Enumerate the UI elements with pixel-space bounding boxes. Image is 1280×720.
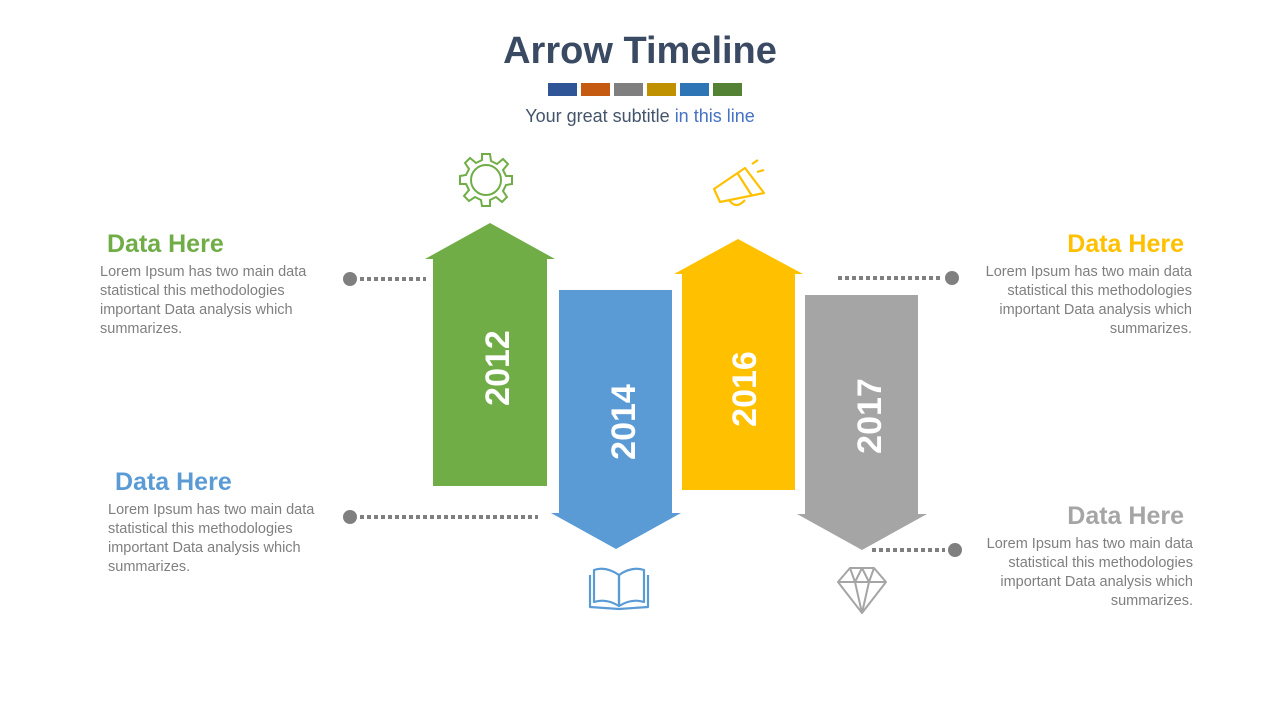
swatch-4 (647, 83, 676, 96)
connector-top-right (838, 271, 959, 285)
year-label-2012: 2012 (479, 330, 517, 406)
swatch-1 (548, 83, 577, 96)
page-title: Arrow Timeline (503, 30, 777, 72)
data-heading: Data Here (1067, 502, 1184, 530)
data-heading: Data Here (115, 468, 232, 496)
diamond-icon (837, 567, 887, 614)
swatch-6 (713, 83, 742, 96)
data-description: Lorem Ipsum has two main data statistica… (985, 264, 1192, 337)
connector-bottom-right (872, 543, 962, 557)
subtitle-highlight: in this line (674, 106, 755, 126)
data-block-top-left: Data Here Lorem Ipsum has two main data … (100, 230, 340, 339)
data-description: Lorem Ipsum has two main data statistica… (100, 264, 307, 337)
data-block-bottom-right: Data Here Lorem Ipsum has two main data … (953, 502, 1193, 611)
data-description: Lorem Ipsum has two main data statistica… (986, 536, 1193, 609)
connector-bottom-left (343, 510, 538, 524)
megaphone-icon (712, 159, 766, 207)
data-block-top-right: Data Here Lorem Ipsum has two main data … (952, 230, 1192, 339)
arrow-2017 (797, 295, 927, 550)
subtitle-main: Your great subtitle (525, 106, 675, 126)
year-label-2017: 2017 (851, 378, 889, 454)
gear-icon (459, 153, 513, 207)
data-block-bottom-left: Data Here Lorem Ipsum has two main data … (108, 468, 348, 577)
arrow-2016 (674, 239, 803, 490)
color-swatch-bar (548, 83, 742, 96)
subtitle: Your great subtitle in this line (0, 106, 1280, 127)
arrow-2012 (425, 223, 555, 486)
swatch-5 (680, 83, 709, 96)
year-label-2014: 2014 (605, 384, 643, 460)
data-heading: Data Here (1067, 230, 1184, 258)
book-icon (588, 567, 650, 611)
data-heading: Data Here (107, 230, 224, 258)
year-label-2016: 2016 (726, 351, 764, 427)
swatch-3 (614, 83, 643, 96)
swatch-2 (581, 83, 610, 96)
connector-top-left (343, 272, 426, 286)
data-description: Lorem Ipsum has two main data statistica… (108, 502, 315, 575)
arrow-2014 (551, 290, 681, 549)
